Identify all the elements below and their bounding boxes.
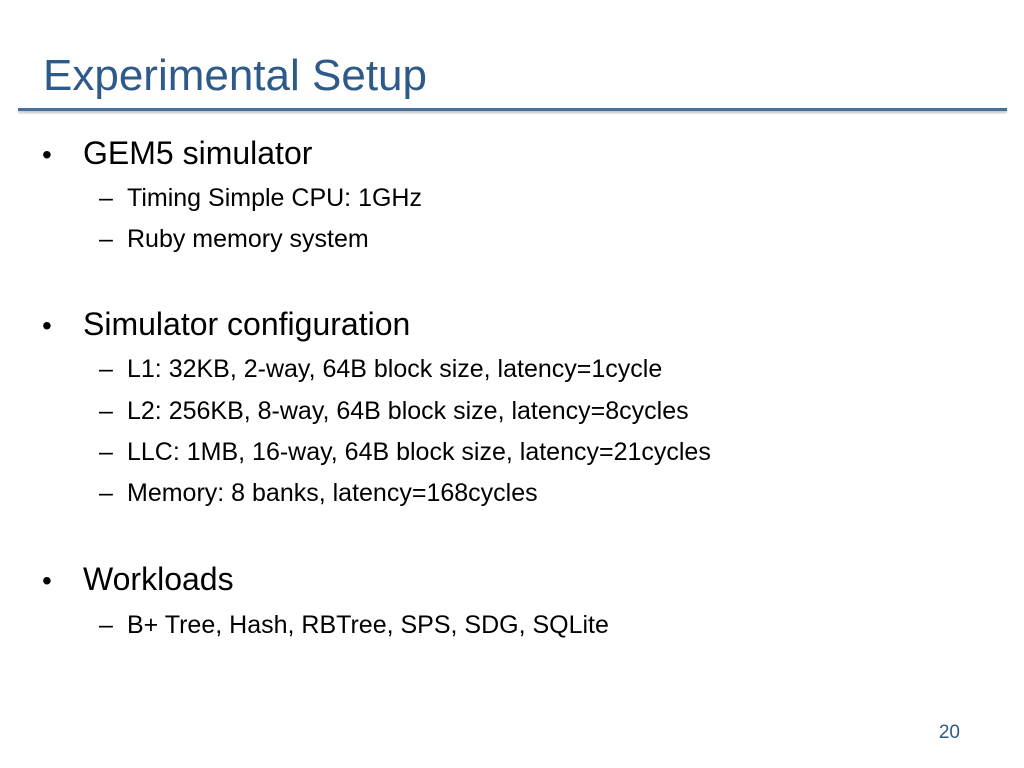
dash-marker: –	[99, 397, 113, 425]
bullet-marker: •	[42, 565, 52, 596]
dash-marker: –	[99, 611, 113, 639]
dash-marker: –	[99, 479, 113, 507]
bullet-workloads: • Workloads	[42, 560, 234, 600]
sub-item-workload-list: –B+ Tree, Hash, RBTree, SPS, SDG, SQLite	[99, 610, 609, 640]
bullet-marker: •	[42, 139, 52, 170]
sub-item-text: Timing Simple CPU: 1GHz	[127, 184, 422, 212]
bullet-text: Simulator configuration	[83, 306, 411, 342]
dash-marker: –	[99, 225, 113, 253]
title-divider	[18, 108, 1007, 111]
page-number: 20	[938, 722, 960, 743]
sub-item-text: L2: 256KB, 8-way, 64B block size, latenc…	[127, 397, 689, 425]
sub-item-timing-cpu: –Timing Simple CPU: 1GHz	[99, 183, 422, 213]
sub-item-text: Memory: 8 banks, latency=168cycles	[127, 479, 538, 507]
slide-title: Experimental Setup	[43, 51, 427, 100]
sub-item-ruby-memory: –Ruby memory system	[99, 224, 369, 254]
sub-item-l1: –L1: 32KB, 2-way, 64B block size, latenc…	[99, 354, 662, 384]
dash-marker: –	[99, 355, 113, 383]
bullet-gem5-simulator: • GEM5 simulator	[42, 134, 312, 174]
sub-item-l2: –L2: 256KB, 8-way, 64B block size, laten…	[99, 396, 689, 426]
dash-marker: –	[99, 438, 113, 466]
dash-marker: –	[99, 184, 113, 212]
sub-item-text: Ruby memory system	[127, 225, 369, 253]
sub-item-memory: –Memory: 8 banks, latency=168cycles	[99, 478, 538, 508]
sub-item-text: LLC: 1MB, 16-way, 64B block size, latenc…	[127, 438, 711, 466]
bullet-simulator-configuration: • Simulator configuration	[42, 305, 410, 345]
bullet-text: GEM5 simulator	[83, 135, 313, 171]
bullet-text: Workloads	[83, 561, 234, 597]
sub-item-text: B+ Tree, Hash, RBTree, SPS, SDG, SQLite	[127, 611, 609, 639]
sub-item-text: L1: 32KB, 2-way, 64B block size, latency…	[127, 355, 663, 383]
sub-item-llc: –LLC: 1MB, 16-way, 64B block size, laten…	[99, 437, 711, 467]
bullet-marker: •	[42, 310, 52, 341]
